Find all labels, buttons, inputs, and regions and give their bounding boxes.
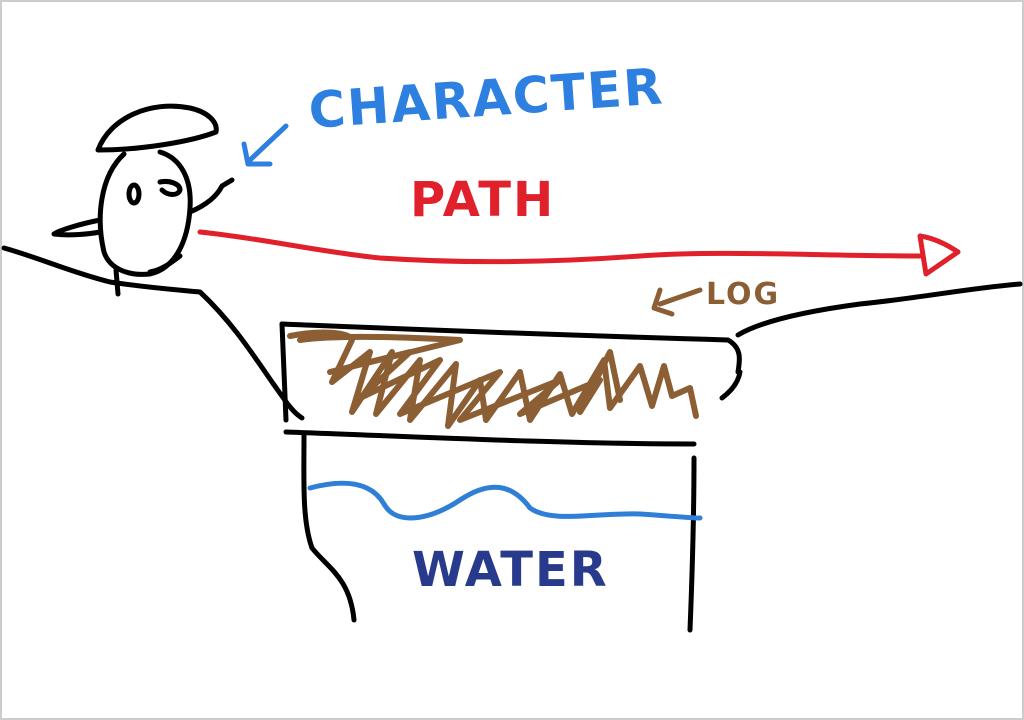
log-arrow-head	[651, 287, 675, 317]
character-right-arm	[187, 177, 235, 215]
character-hat	[95, 103, 219, 153]
path-line	[197, 229, 923, 265]
character-right-leg	[147, 253, 183, 275]
character-left-arm	[51, 217, 103, 238]
path-label: PATH	[410, 172, 555, 228]
log-top-edge	[279, 321, 742, 375]
path-arrowhead	[917, 233, 961, 277]
character-figure	[51, 103, 235, 297]
channel-right-wall	[687, 455, 697, 633]
ground-left	[1, 245, 305, 421]
log-bottom-edge	[283, 429, 697, 447]
character-label: CHARACTER	[307, 57, 666, 140]
log-arrow-shaft	[657, 287, 703, 307]
log-hook	[719, 369, 743, 401]
ground-right	[735, 281, 1023, 338]
character-right-eye	[157, 179, 183, 197]
log-label: LOG	[706, 277, 780, 312]
channel-left-wall	[301, 433, 357, 623]
character-left-eye	[126, 182, 142, 206]
character-left-leg	[113, 267, 121, 297]
water-label: WATER	[412, 542, 609, 598]
log-left-edge	[279, 321, 289, 423]
water-surface	[307, 480, 703, 521]
character-arrow-head	[241, 141, 273, 167]
character-arrow-shaft	[247, 123, 289, 163]
log-scribble-2	[297, 333, 623, 423]
